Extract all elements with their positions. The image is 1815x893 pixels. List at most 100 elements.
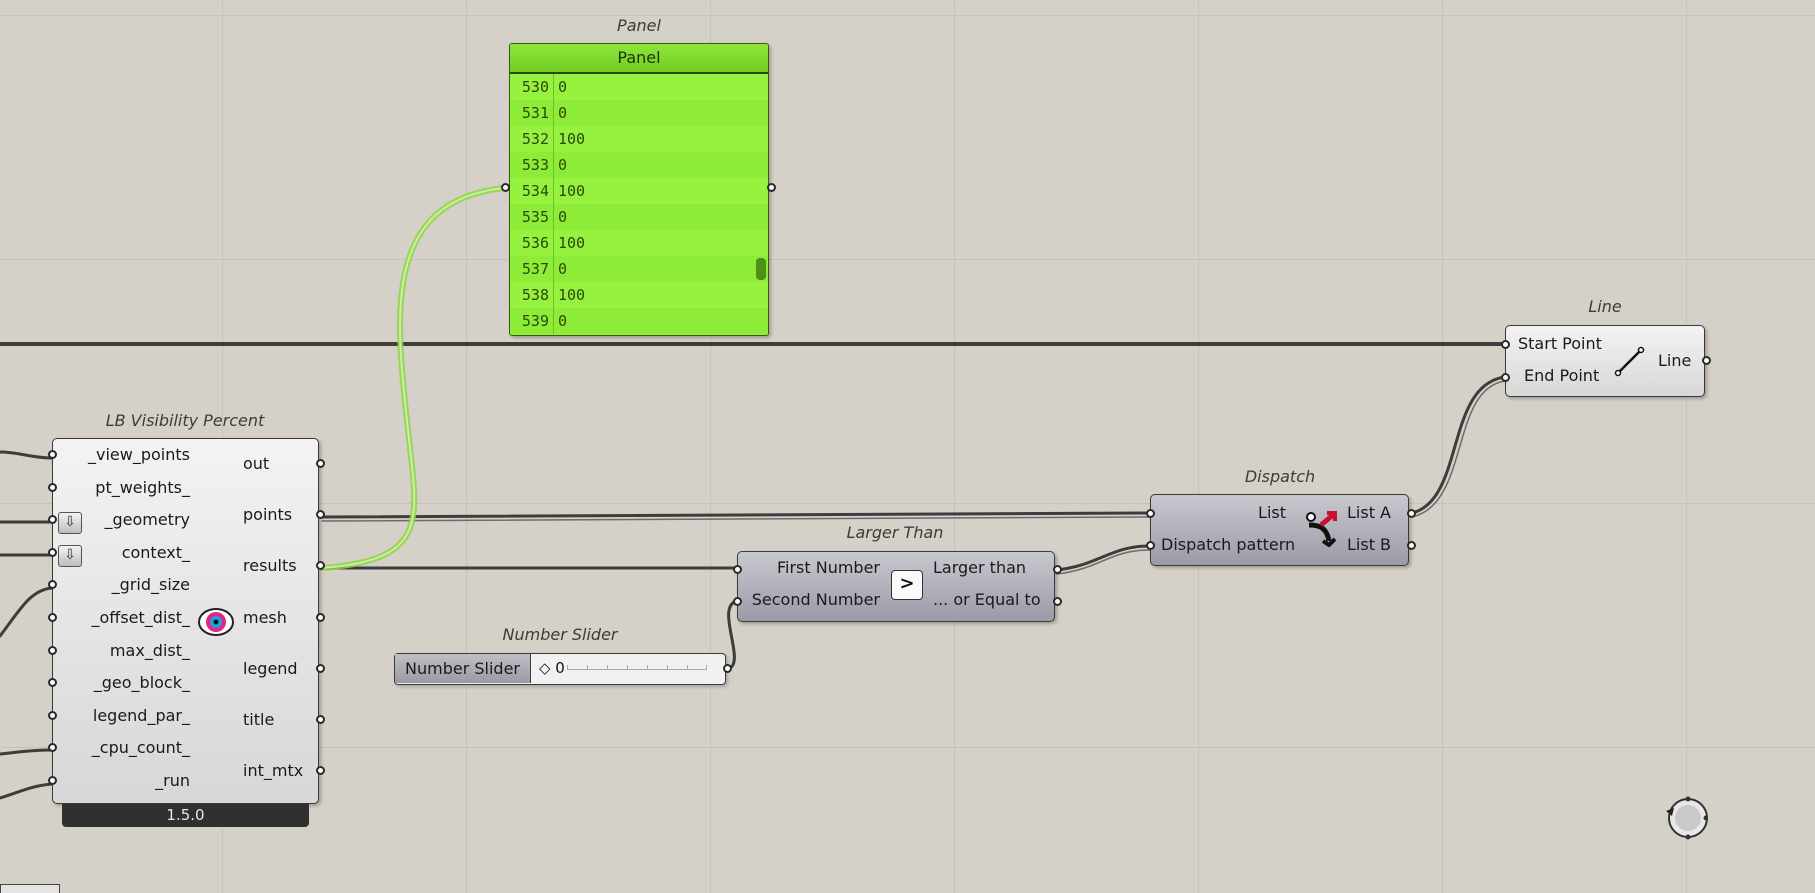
canvas-corner-tab[interactable]: [0, 884, 60, 893]
input-viewpoints[interactable]: _view_points: [88, 445, 190, 464]
panel-row-value: 0: [558, 260, 568, 278]
list-a-output-label[interactable]: List A: [1347, 503, 1391, 522]
input-context[interactable]: context_: [121, 542, 190, 562]
start-point-input-label[interactable]: Start Point: [1518, 334, 1602, 353]
visibility-caption: LB Visibility Percent: [105, 411, 265, 430]
version-bar: 1.5.0: [62, 804, 309, 827]
output-mesh[interactable]: mesh: [243, 607, 287, 627]
slider-name-label[interactable]: Number Slider: [395, 654, 531, 683]
second-number-grip[interactable]: [733, 597, 742, 606]
input-maxdist[interactable]: max_dist_: [109, 640, 190, 660]
dispatch-icon: [1306, 511, 1337, 547]
wire-in-cpu: [0, 748, 54, 756]
wire-in-offset: [0, 586, 54, 638]
dispatch-pattern-grip[interactable]: [1146, 541, 1155, 550]
output-grip[interactable]: [316, 766, 325, 776]
larger-than-output-label[interactable]: Larger than: [933, 558, 1027, 577]
eye-icon: [198, 608, 234, 636]
input-legendpar[interactable]: legend_par_: [92, 705, 190, 725]
panel-row-index: 530: [510, 74, 554, 100]
larger-than-grip[interactable]: [1053, 565, 1062, 574]
output-grip[interactable]: [316, 510, 325, 520]
input-grip[interactable]: [48, 743, 57, 753]
input-grip[interactable]: [48, 515, 57, 525]
panel-row-index: 537: [510, 256, 554, 282]
context-flatten-icon: ⇩: [58, 545, 82, 567]
list-input-label[interactable]: List: [1258, 503, 1286, 522]
panel-output-grip[interactable]: [767, 183, 776, 192]
line-caption: Line: [1588, 297, 1622, 316]
input-run[interactable]: _run: [155, 771, 190, 790]
end-point-input-label[interactable]: End Point: [1524, 366, 1600, 385]
list-a-grip[interactable]: [1407, 509, 1416, 518]
panel-row-index: 536: [510, 230, 554, 256]
input-ptweights[interactable]: pt_weights_: [95, 477, 190, 497]
input-geoblock[interactable]: _geo_block_: [93, 673, 190, 693]
input-grip[interactable]: [48, 613, 57, 622]
canvas-navigation-widget[interactable]: [1664, 796, 1708, 840]
slider-track[interactable]: [567, 665, 707, 670]
lb-visibility-percent-component[interactable]: _view_points pt_weights_ _geometry context_…: [52, 438, 319, 804]
output-int-mtx[interactable]: int_mtx: [243, 761, 304, 781]
dispatch-component[interactable]: List Dispatch pattern List A List B: [1150, 494, 1409, 566]
output-grip[interactable]: [316, 715, 325, 724]
slider-value: ◇ 0: [539, 659, 565, 677]
slider-output-grip[interactable]: [723, 664, 732, 673]
panel-row-value: 100: [558, 286, 586, 304]
panel-caption: Panel: [617, 16, 661, 35]
line-component[interactable]: Start Point End Point Line: [1505, 325, 1705, 397]
second-number-input-label[interactable]: Second Number: [751, 590, 880, 609]
panel-row-value: 100: [558, 182, 586, 200]
input-grip[interactable]: [48, 710, 57, 720]
wire-in-run: [0, 782, 54, 800]
output-grip[interactable]: [316, 459, 325, 468]
input-cpucount[interactable]: _cpu_count_: [91, 738, 190, 758]
output-grip[interactable]: [316, 612, 325, 622]
line-output-label[interactable]: Line: [1658, 351, 1692, 370]
wire-results-panel: [319, 185, 508, 571]
output-grip[interactable]: [316, 663, 325, 673]
output-points[interactable]: points: [243, 505, 293, 525]
or-equal-output-label[interactable]: ... or Equal to: [933, 590, 1041, 609]
input-grip[interactable]: [48, 645, 57, 655]
number-slider[interactable]: Number Slider ◇ 0: [394, 653, 726, 685]
larger-than-caption: Larger Than: [846, 523, 944, 542]
output-grip[interactable]: [316, 561, 325, 571]
list-b-grip[interactable]: [1407, 541, 1416, 550]
first-number-input-label[interactable]: First Number: [776, 558, 880, 577]
input-grip[interactable]: [48, 547, 57, 557]
start-point-grip[interactable]: [1501, 340, 1510, 349]
input-grip[interactable]: [48, 482, 57, 492]
wire-in-view-points: [0, 450, 54, 460]
output-results[interactable]: results: [243, 556, 297, 576]
panel-header[interactable]: Panel: [510, 44, 768, 74]
panel-row-value: 0: [558, 104, 568, 122]
list-b-output-label[interactable]: List B: [1347, 535, 1392, 554]
wire-lista-endpoint: [1410, 375, 1507, 515]
panel-row-value: 0: [558, 208, 568, 226]
input-grip[interactable]: [48, 776, 57, 785]
output-legend[interactable]: legend: [243, 658, 298, 678]
input-offsetdist[interactable]: _offset_dist_: [91, 608, 190, 627]
panel-input-grip[interactable]: [501, 183, 510, 192]
or-equal-grip[interactable]: [1053, 597, 1062, 606]
input-grip[interactable]: [48, 450, 57, 459]
input-gridsize[interactable]: _grid_size: [111, 575, 190, 595]
output-out[interactable]: out: [243, 454, 270, 473]
dispatch-pattern-input-label[interactable]: Dispatch pattern: [1161, 535, 1296, 554]
panel-scrollbar-thumb[interactable]: [756, 258, 766, 280]
first-number-grip[interactable]: [733, 565, 742, 574]
input-grip[interactable]: [48, 580, 57, 590]
input-grip[interactable]: [48, 678, 57, 688]
end-point-grip[interactable]: [1501, 373, 1510, 382]
output-title[interactable]: title: [243, 710, 275, 729]
list-input-grip[interactable]: [1146, 509, 1155, 518]
line-output-grip[interactable]: [1702, 356, 1711, 365]
panel-row-value: 0: [558, 156, 568, 174]
input-geometry[interactable]: _geometry: [104, 510, 190, 530]
slider-caption: Number Slider: [502, 625, 618, 644]
